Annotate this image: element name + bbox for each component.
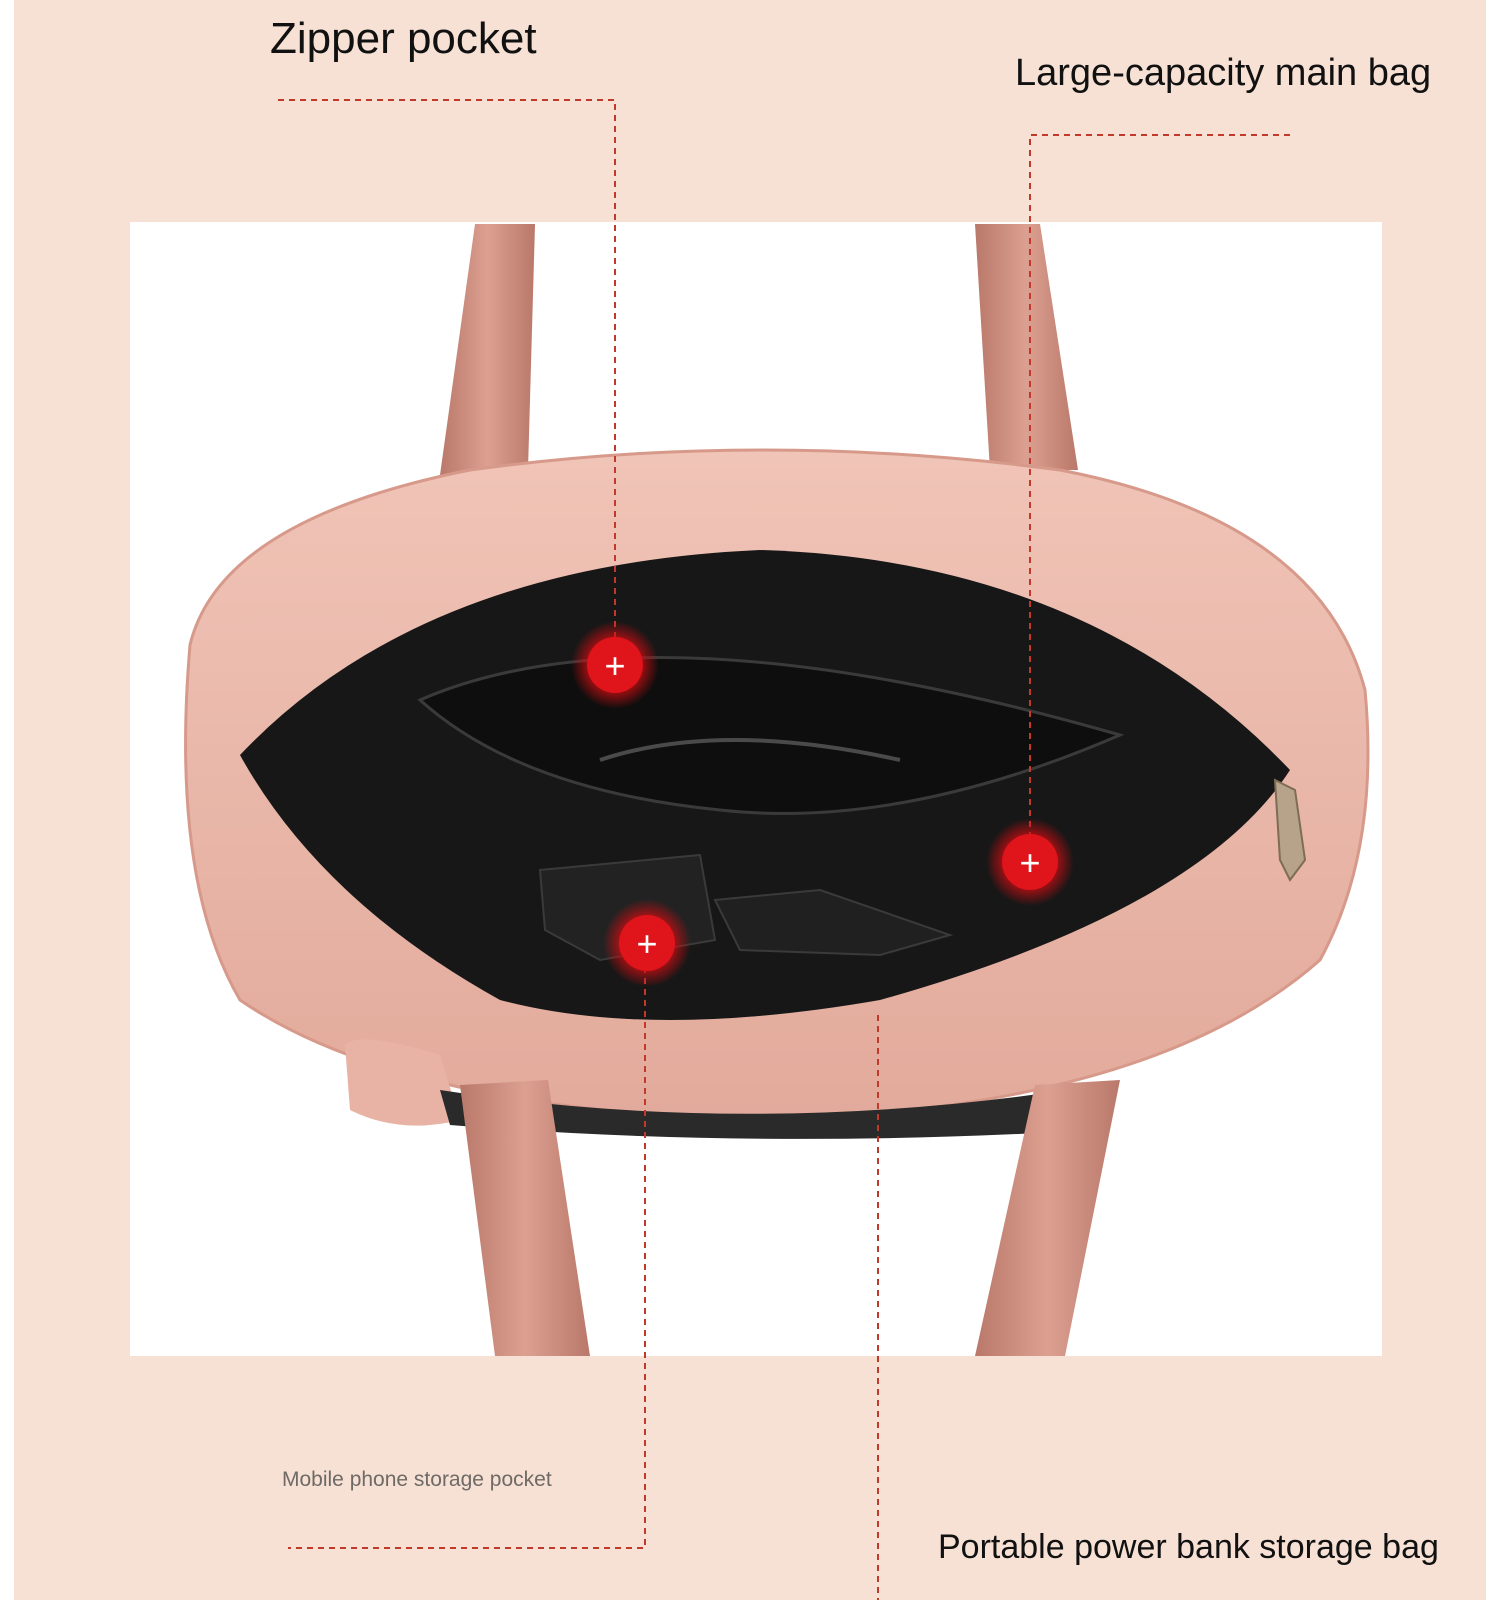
front-straps xyxy=(460,1080,1120,1356)
power-bank-bag-label: Portable power bank storage bag xyxy=(938,1528,1439,1566)
back-straps xyxy=(440,224,1078,475)
zipper-pocket-marker[interactable]: + xyxy=(571,621,659,709)
back-right-strap xyxy=(975,224,1078,470)
pocket-sheen xyxy=(599,738,901,762)
bottom-rim xyxy=(440,1085,1100,1139)
phone-pocket-leader-line xyxy=(288,945,646,1549)
phone-pocket-label: Mobile phone storage pocket xyxy=(282,1468,552,1491)
main-bag-marker-plus: + xyxy=(1019,842,1040,883)
zipper-pocket-leader-line xyxy=(278,99,616,665)
zipper-pocket-label: Zipper pocket xyxy=(270,14,537,63)
phone-pocket-marker[interactable]: + xyxy=(603,899,691,987)
front-right-strap xyxy=(975,1080,1120,1356)
main-bag-marker[interactable]: + xyxy=(986,818,1074,906)
front-left-strap xyxy=(460,1080,590,1356)
power-bank-pocket-shape xyxy=(713,888,954,957)
zipper-puller xyxy=(1273,778,1307,882)
main-bag-label: Large-capacity main bag xyxy=(1015,52,1432,94)
phone-pocket-marker-plus: + xyxy=(636,923,657,964)
back-left-strap xyxy=(440,224,535,475)
side-tab xyxy=(345,1039,460,1126)
zipper-pocket-marker-plus: + xyxy=(604,645,625,686)
left-edge-strip xyxy=(0,0,14,1600)
right-edge-strip xyxy=(1486,0,1500,1600)
leader-lines xyxy=(278,99,1290,1600)
